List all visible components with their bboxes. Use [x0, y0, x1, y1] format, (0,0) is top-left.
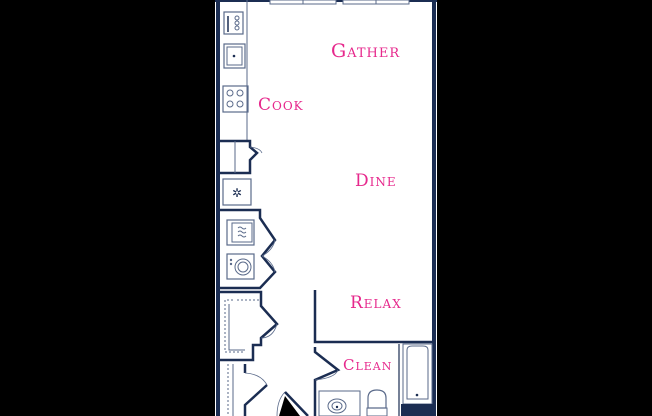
- dryer-icon: [226, 219, 255, 246]
- laundry-closet: [218, 208, 277, 290]
- pantry-closet: [218, 139, 263, 175]
- sink-icon: [223, 43, 246, 69]
- dishwasher-icon: [223, 11, 244, 35]
- room-label-clean: Clean: [343, 356, 393, 374]
- bathroom: [313, 344, 400, 416]
- coat-closet: [218, 290, 279, 362]
- stove-icon: [222, 85, 249, 113]
- room-label-gather: Gather: [331, 40, 401, 62]
- toilet-icon: [366, 389, 388, 416]
- refrigerator-icon: ✲: [222, 178, 252, 206]
- bathroom-sink-icon: [318, 390, 361, 416]
- room-label-cook: Cook: [258, 95, 304, 115]
- bathtub-icon: [401, 343, 434, 416]
- svg-text:✲: ✲: [232, 186, 242, 200]
- room-label-dine: Dine: [355, 171, 397, 191]
- floor-plan-walls: ✲: [215, 0, 437, 416]
- washer-icon: [226, 253, 255, 280]
- room-label-relax: Relax: [350, 293, 402, 313]
- floor-plan: ✲: [215, 0, 437, 416]
- window-icon: [269, 0, 410, 5]
- entry-door: [227, 364, 309, 416]
